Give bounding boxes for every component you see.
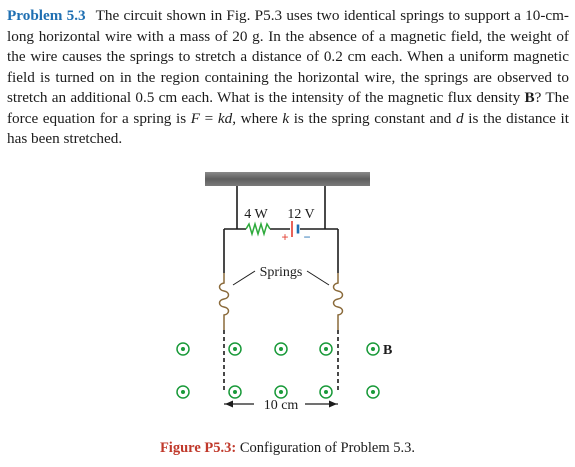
equation-k: k [217, 109, 225, 127]
circuit-loop [223, 228, 339, 273]
problem-label: Problem 5.3 [7, 7, 86, 24]
equation-force: F [190, 109, 201, 127]
battery-label: 12 V [287, 207, 314, 222]
variable-k: k [282, 109, 290, 127]
left-spring [218, 273, 230, 330]
equation-d: d [224, 109, 233, 127]
field-label: B [383, 343, 392, 358]
variable-d: d [456, 109, 464, 127]
problem-text-part-5: is the distance it has been stretched. [7, 109, 569, 148]
ceiling-bar [205, 172, 370, 186]
springs-label: Springs [260, 265, 303, 280]
horizontal-wire-frame [223, 330, 339, 393]
springs-pointer-left [232, 270, 256, 286]
problem-text-part-4: is the spring constant and [289, 109, 457, 127]
problem-text-part-1: The circuit shown in Fig. P5.3 uses two … [7, 7, 569, 106]
figure-caption-text: Configuration of Problem 5.3. [236, 440, 416, 456]
resistor-symbol [245, 221, 271, 237]
battery-minus-sign: − [303, 230, 310, 244]
springs-pointer-right [306, 270, 330, 286]
flux-density-symbol: B [524, 89, 535, 106]
field-markers-row-1 [176, 342, 380, 356]
battery-symbol [291, 221, 300, 237]
problem-text-part-3: , where [232, 109, 283, 127]
length-label: 10 cm [264, 398, 299, 413]
problem-text-part-2: ? The force equation for a spring is [7, 89, 569, 127]
field-markers-row-2 [176, 385, 380, 399]
figure-caption-label: Figure P5.3: [159, 440, 237, 456]
figure-caption: Figure P5.3: Configuration of Problem 5.… [0, 440, 575, 457]
right-spring [332, 273, 344, 330]
resistor-label: 4 W [244, 207, 268, 222]
battery-plus-sign: + [281, 230, 288, 244]
equation-equals: = [200, 109, 218, 127]
length-dimension [224, 400, 338, 408]
